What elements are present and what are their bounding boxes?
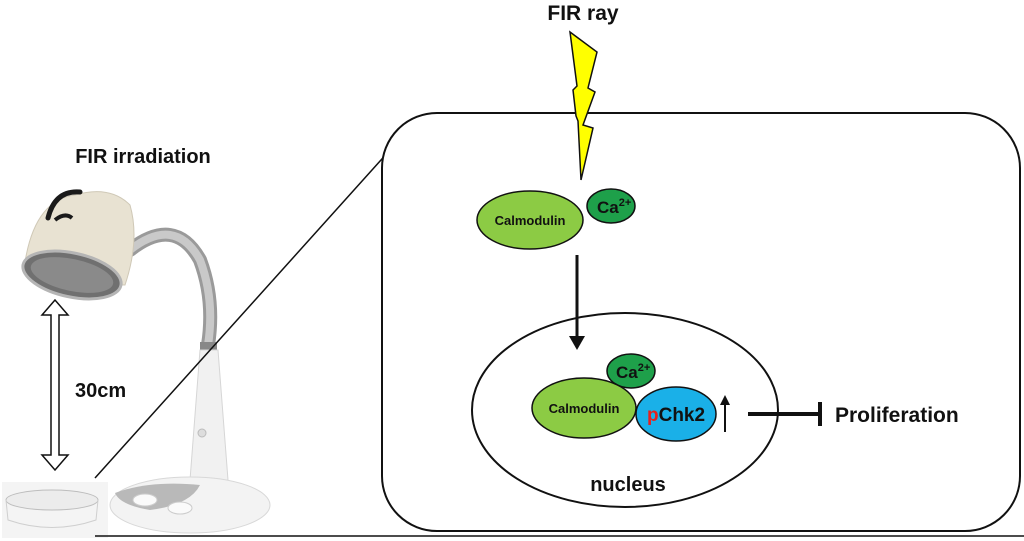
pchk2-label: pChk2 [647, 405, 705, 426]
phospho-prefix: p [647, 405, 659, 426]
lamp-illustration [21, 189, 271, 534]
translocation-arrow [569, 255, 585, 350]
calmodulin-cytoplasm [476, 190, 584, 250]
zoom-line-top [94, 149, 391, 479]
petri-dish [2, 482, 108, 538]
proliferation-label: Proliferation [835, 404, 959, 427]
nucleus-label: nucleus [590, 474, 666, 496]
fir-irradiation-title: FIR irradiation [75, 146, 211, 168]
pchk2 [635, 386, 717, 442]
inhibition-arrow [748, 402, 822, 426]
distance-label: 30cm [75, 380, 126, 402]
calcium-nucleus [606, 353, 656, 389]
calmodulin-nucleus [531, 377, 637, 439]
calmodulin-nucleus-label: Calmodulin [549, 401, 620, 416]
calmodulin-cytoplasm-label: Calmodulin [495, 213, 566, 228]
fir-ray-title: FIR ray [547, 2, 619, 25]
calcium-symbol: Ca [616, 363, 638, 382]
calcium-charge: 2+ [638, 362, 651, 374]
chk2-name: Chk2 [659, 405, 705, 426]
cell-boundary [381, 112, 1021, 532]
nucleus-boundary [471, 312, 779, 508]
increase-up-arrow-icon [720, 395, 730, 432]
calcium-cytoplasm-label: Ca2+ [597, 197, 631, 217]
calcium-symbol: Ca [597, 198, 619, 217]
distance-double-arrow [40, 298, 70, 472]
lightning-icon [569, 30, 598, 181]
calcium-nucleus-label: Ca2+ [616, 362, 650, 382]
calcium-cytoplasm [586, 188, 636, 224]
calcium-charge: 2+ [619, 197, 632, 209]
